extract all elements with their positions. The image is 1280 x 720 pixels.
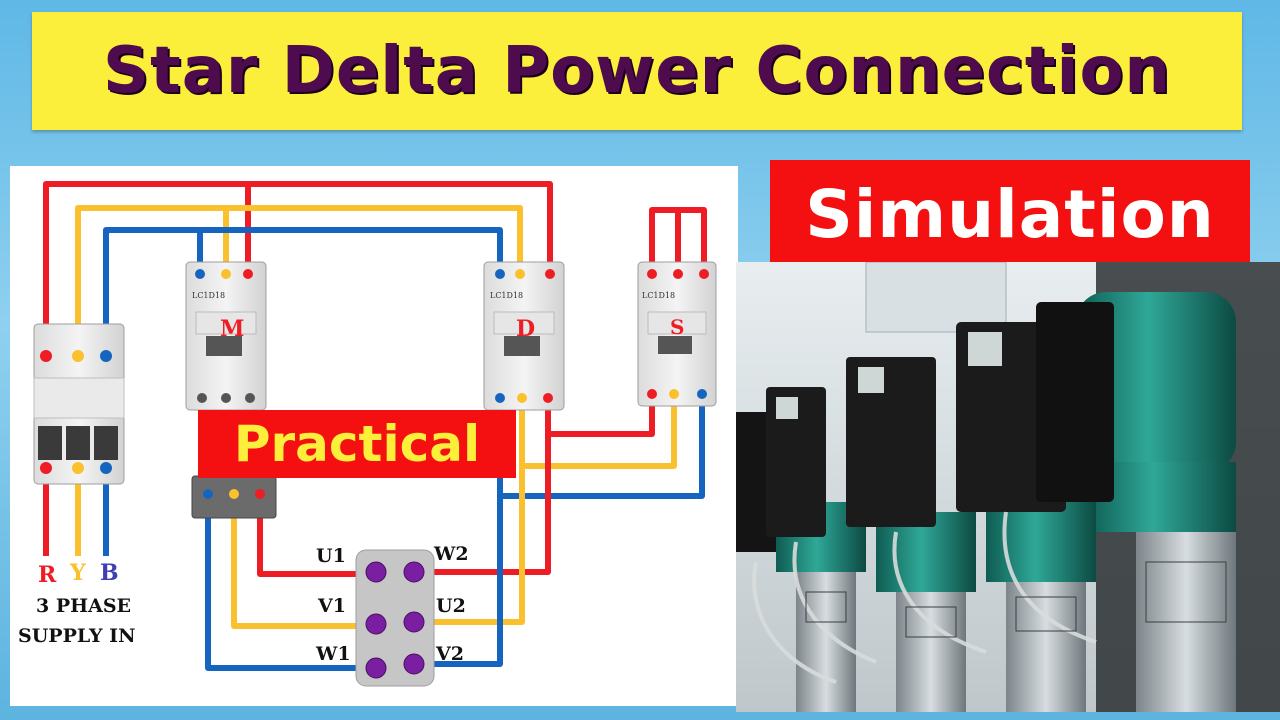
phase-label-r: R [38,562,57,588]
page-title: Star Delta Power Connection [103,34,1171,108]
supply-caption-line1: 3 PHASE [36,595,131,617]
wiring-diagram-panel: R Y B 3 PHASE SUPPLY IN LC1D18 M [10,166,738,706]
wire-d-to-s-yellow [519,398,677,469]
drive-unit [766,387,826,537]
terminal-label-w2: W2 [433,543,469,565]
contactor-label-d: D [516,316,535,342]
title-banner: Star Delta Power Connection [32,12,1242,130]
wire-red-supply [43,181,553,324]
terminal-label-v1: V1 [317,595,346,617]
pump-station-illustration [736,261,1280,712]
practical-banner: Practical [198,410,516,478]
contactor-model-m: LC1D18 [192,291,225,300]
terminal-stud-w2 [403,561,425,583]
drive-unit [846,357,936,527]
wire-u2 [416,466,525,625]
contactor-model-s: LC1D18 [642,291,675,300]
terminal-stud-v2 [403,653,425,675]
terminal-stud-v1 [365,613,387,635]
phase-label-y: Y [69,560,86,586]
wire-u1 [257,502,374,577]
contactor-label-m: M [220,316,244,342]
terminal-label-w1: W1 [315,643,351,665]
simulation-banner: Simulation [770,160,1250,268]
terminal-label-v2: V2 [435,643,464,665]
motor-housing [1076,292,1236,472]
contactor-main: LC1D18 [185,261,267,411]
wire-v2 [416,496,503,667]
drive-unit [956,302,1114,512]
mcb-breaker [33,323,125,485]
phase-label-b: B [100,560,119,586]
wire-w2 [416,434,551,575]
terminal-label-u1: U1 [316,545,346,567]
contactor-star: LC1D18 [637,261,717,407]
overload-relay [191,475,277,519]
supply-caption-line2: SUPPLY IN [18,625,135,647]
terminal-stud-w1 [365,657,387,679]
simulation-label: Simulation [805,175,1215,253]
terminal-label-u2: U2 [436,595,466,617]
wire-w1 [205,502,374,671]
contactor-label-s: S [670,315,684,339]
motor-terminal-box [355,549,435,687]
wire-star-link [649,207,707,262]
contactor-model-d: LC1D18 [490,291,523,300]
wire-v1 [231,502,374,629]
terminal-stud-u1 [365,561,387,583]
wire-d-to-s-red [545,398,655,437]
terminal-stud-u2 [403,611,425,633]
practical-label: Practical [233,415,481,473]
wire-yellow-supply [75,205,523,324]
pump-station-photo [736,261,1280,712]
wiring-diagram: R Y B 3 PHASE SUPPLY IN LC1D18 M [18,181,717,687]
wire-blue-supply [103,227,503,324]
contactor-delta: LC1D18 [483,261,565,411]
